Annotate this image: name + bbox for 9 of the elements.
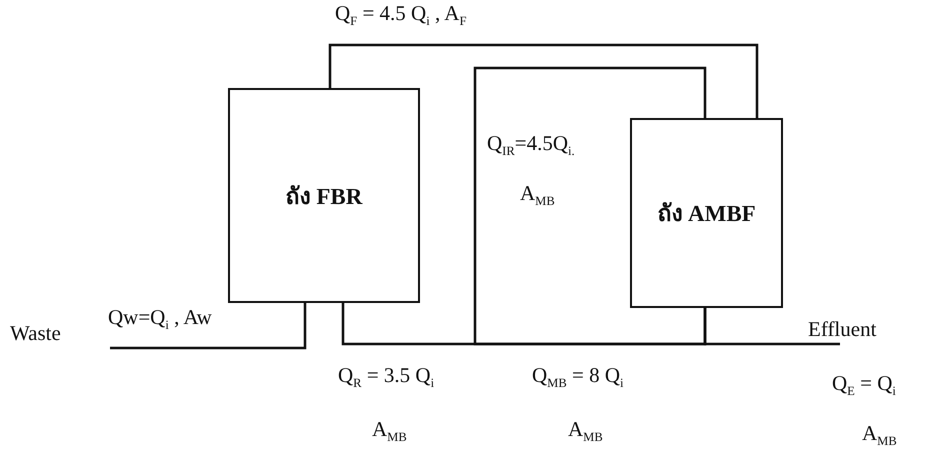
tank-box: ถัง FBR [228, 88, 420, 303]
outlet-label: Waste [10, 318, 110, 348]
pipe-line [110, 303, 306, 350]
tank-box: ถัง AMBF [630, 118, 783, 308]
pipe-line [328, 44, 758, 118]
pipe-line [342, 303, 706, 346]
pipe-line [474, 66, 706, 346]
pipe-line [704, 308, 840, 346]
outlet-label: Effluent [808, 314, 908, 344]
